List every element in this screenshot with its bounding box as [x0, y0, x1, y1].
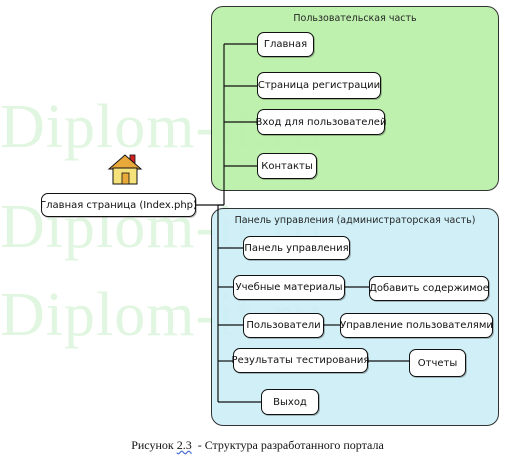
user-item-contacts: Контакты — [257, 153, 317, 179]
sub-item-add-content: Добавить содержимое — [369, 276, 489, 301]
user-item-registration: Страница регистрации — [257, 72, 381, 99]
caption-prefix: Рисунок — [131, 438, 177, 452]
user-part-title: Пользовательская часть — [293, 13, 417, 24]
sub-item-reports: Отчеты — [409, 349, 466, 377]
admin-item-exit: Выход — [261, 389, 319, 415]
admin-item-test-results: Результаты тестирования — [232, 348, 369, 373]
admin-item-users: Пользователи — [243, 313, 324, 338]
user-item-login: Вход для пользователей — [256, 109, 386, 135]
root-node: Главная страница (Index.php) — [40, 193, 197, 217]
sub-item-manage-users: Управление пользователями — [340, 313, 493, 338]
home-icon — [107, 154, 143, 185]
figure-caption: Рисунок 2.3 - Структура разработанного п… — [0, 438, 515, 453]
admin-item-dashboard: Панель управления — [243, 236, 350, 260]
admin-item-materials: Учебные материалы — [233, 275, 345, 300]
caption-number: 2.3 — [176, 438, 192, 452]
user-item-home: Главная — [257, 32, 314, 57]
admin-part-title: Панель управления (администраторская час… — [234, 215, 476, 226]
caption-suffix: - Структура разработанного портала — [191, 438, 384, 452]
